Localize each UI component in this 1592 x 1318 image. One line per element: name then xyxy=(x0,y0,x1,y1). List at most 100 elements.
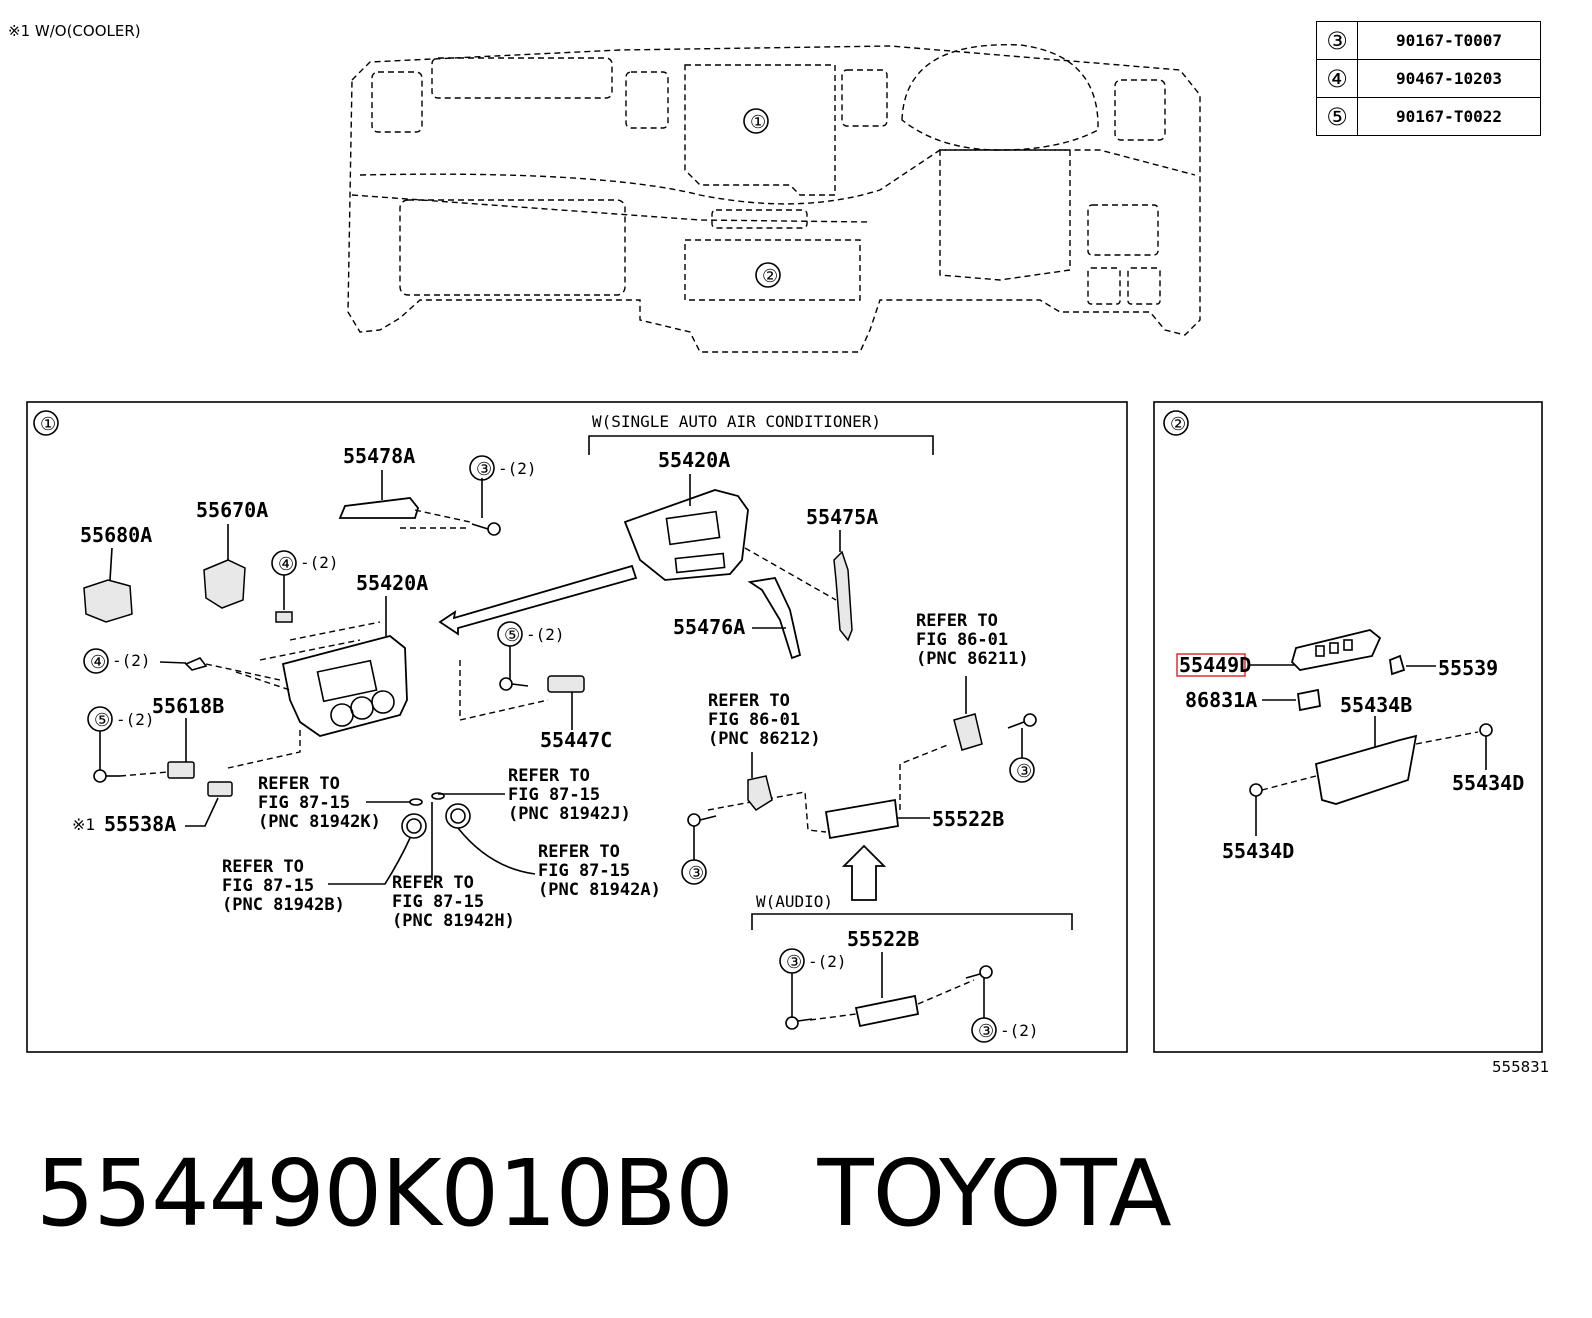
svg-text:FIG 86-01: FIG 86-01 xyxy=(708,710,800,730)
label-55420A-left: 55420A xyxy=(356,571,428,595)
part-55522B-mid-display xyxy=(707,743,951,901)
table-part-cell: 90167-T0007 xyxy=(1357,21,1541,60)
svg-text:REFER TO: REFER TO xyxy=(258,774,340,794)
part-55670A-vent xyxy=(203,524,246,609)
part-number-caption: 554490K010B0 TOYOTA xyxy=(36,1140,1172,1247)
svg-text:⑤: ⑤ xyxy=(94,710,110,731)
screw-icon: ③ -(2) xyxy=(965,965,1039,1043)
part-55420A-bezel-left xyxy=(227,596,408,769)
svg-text:⑤: ⑤ xyxy=(504,625,520,646)
label-55522B-audio: 55522B xyxy=(847,927,919,951)
svg-text:(PNC 81942B): (PNC 81942B) xyxy=(222,895,345,915)
label-55670A: 55670A xyxy=(196,498,268,522)
panel-1-badge: ① xyxy=(40,414,56,435)
refer-86212: REFER TO FIG 86-01 (PNC 86212) xyxy=(708,691,821,749)
svg-text:(PNC 81942A): (PNC 81942A) xyxy=(538,880,661,900)
table-row: ④ 90467-10203 xyxy=(1316,59,1541,98)
svg-text:(PNC 86211): (PNC 86211) xyxy=(916,649,1029,669)
part-55522B-audio-display xyxy=(809,952,975,1028)
label-55420A-top: 55420A xyxy=(658,448,730,472)
table-ref-cell: ④ xyxy=(1316,59,1358,98)
svg-text:FIG 87-15: FIG 87-15 xyxy=(508,785,600,805)
overview-callout-1: ① xyxy=(750,112,766,133)
label-55538A-mark: ※1 xyxy=(72,815,95,834)
figure-code: 555831 xyxy=(1492,1058,1550,1076)
part-55618B-switch xyxy=(119,718,195,779)
label-55680A: 55680A xyxy=(80,523,152,547)
part-55478A-bracket xyxy=(338,470,471,529)
svg-text:-(2): -(2) xyxy=(1000,1021,1039,1040)
bracket-86212 xyxy=(747,752,773,811)
part-55539-clip xyxy=(1389,654,1436,676)
label-55476A: 55476A xyxy=(673,615,745,639)
label-55434B: 55434B xyxy=(1340,693,1412,717)
label-55434D-left: 55434D xyxy=(1222,839,1294,863)
svg-text:④: ④ xyxy=(278,554,294,575)
svg-text:FIG 86-01: FIG 86-01 xyxy=(916,630,1008,650)
part-55476A-panel xyxy=(747,577,802,660)
fastener-table: ③ 90167-T0007 ④ 90467-10203 ⑤ 90167-T002… xyxy=(1316,21,1541,136)
table-part-cell: 90467-10203 xyxy=(1357,59,1541,98)
panel-2-badge: ② xyxy=(1170,414,1186,435)
svg-text:FIG 87-15: FIG 87-15 xyxy=(392,892,484,912)
table-row: ⑤ 90167-T0022 xyxy=(1316,97,1541,136)
refer-86211: REFER TO FIG 86-01 (PNC 86211) xyxy=(916,611,1029,669)
part-55680A-vent xyxy=(83,547,133,623)
dashboard-overview-drawing: ① ② xyxy=(347,44,1201,353)
svg-text:FIG 87-15: FIG 87-15 xyxy=(538,861,630,881)
screw-icon: ③ xyxy=(1007,713,1037,783)
label-55434D-right: 55434D xyxy=(1452,771,1524,795)
overview-callout-2: ② xyxy=(762,266,778,287)
svg-text:-(2): -(2) xyxy=(808,952,847,971)
part-55538A-plug xyxy=(185,781,233,827)
panel-1-frame xyxy=(26,401,1128,1053)
svg-text:-(2): -(2) xyxy=(498,459,537,478)
svg-text:(PNC 81942J): (PNC 81942J) xyxy=(508,804,631,824)
label-55475A: 55475A xyxy=(806,505,878,529)
assembly-arrow xyxy=(438,564,638,636)
part-86831A-bracket xyxy=(1262,688,1321,712)
part-55447C-switch xyxy=(459,660,585,730)
screw-icon: ⑤ -(2) xyxy=(87,706,155,783)
refer-81942A: REFER TO FIG 87-15 (PNC 81942A) xyxy=(538,842,661,900)
panel-2-frame xyxy=(1153,401,1543,1053)
svg-text:(PNC 81942K): (PNC 81942K) xyxy=(258,812,381,832)
refer-81942J: REFER TO FIG 87-15 (PNC 81942J) xyxy=(508,766,631,824)
footnote-text: ※1 W/O(COOLER) xyxy=(8,22,141,40)
svg-text:③: ③ xyxy=(1016,761,1032,782)
refer-81942B: REFER TO FIG 87-15 (PNC 81942B) xyxy=(222,857,345,915)
part-55475A-panel xyxy=(744,530,853,642)
svg-text:REFER TO: REFER TO xyxy=(392,873,474,893)
label-86831A: 86831A xyxy=(1185,688,1257,712)
label-55449D[interactable]: 55449D xyxy=(1179,653,1251,677)
section-audio-label: W(AUDIO) xyxy=(756,892,833,911)
svg-text:REFER TO: REFER TO xyxy=(916,611,998,631)
svg-text:FIG 87-15: FIG 87-15 xyxy=(222,876,314,896)
svg-text:REFER TO: REFER TO xyxy=(508,766,590,786)
svg-text:③: ③ xyxy=(786,952,802,973)
section-single-ac-bracket xyxy=(588,435,934,455)
svg-text:(PNC 86212): (PNC 86212) xyxy=(708,729,821,749)
section-audio-bracket xyxy=(751,913,1073,930)
section-single-ac-label: W(SINGLE AUTO AIR CONDITIONER) xyxy=(592,412,881,431)
svg-text:FIG 87-15: FIG 87-15 xyxy=(258,793,350,813)
svg-text:④: ④ xyxy=(90,652,106,673)
part-number: 554490K010B0 xyxy=(36,1140,734,1247)
table-ref-cell: ③ xyxy=(1316,21,1358,60)
svg-text:-(2): -(2) xyxy=(112,651,151,670)
svg-text:REFER TO: REFER TO xyxy=(708,691,790,711)
highlight-box xyxy=(1176,653,1246,677)
part-55434B-cover xyxy=(1261,716,1479,805)
refer-81942K: REFER TO FIG 87-15 (PNC 81942K) xyxy=(258,774,381,832)
label-55618B: 55618B xyxy=(152,694,224,718)
label-55522B-mid: 55522B xyxy=(932,807,1004,831)
bracket-86211 xyxy=(953,676,983,751)
part-55420A-bezel-top xyxy=(623,474,749,581)
knob-parts xyxy=(328,792,536,885)
part-55449D-switch-panel xyxy=(1250,629,1382,671)
svg-text:REFER TO: REFER TO xyxy=(538,842,620,862)
table-part-cell: 90167-T0022 xyxy=(1357,97,1541,136)
svg-text:REFER TO: REFER TO xyxy=(222,857,304,877)
label-55538A: 55538A xyxy=(104,812,176,836)
